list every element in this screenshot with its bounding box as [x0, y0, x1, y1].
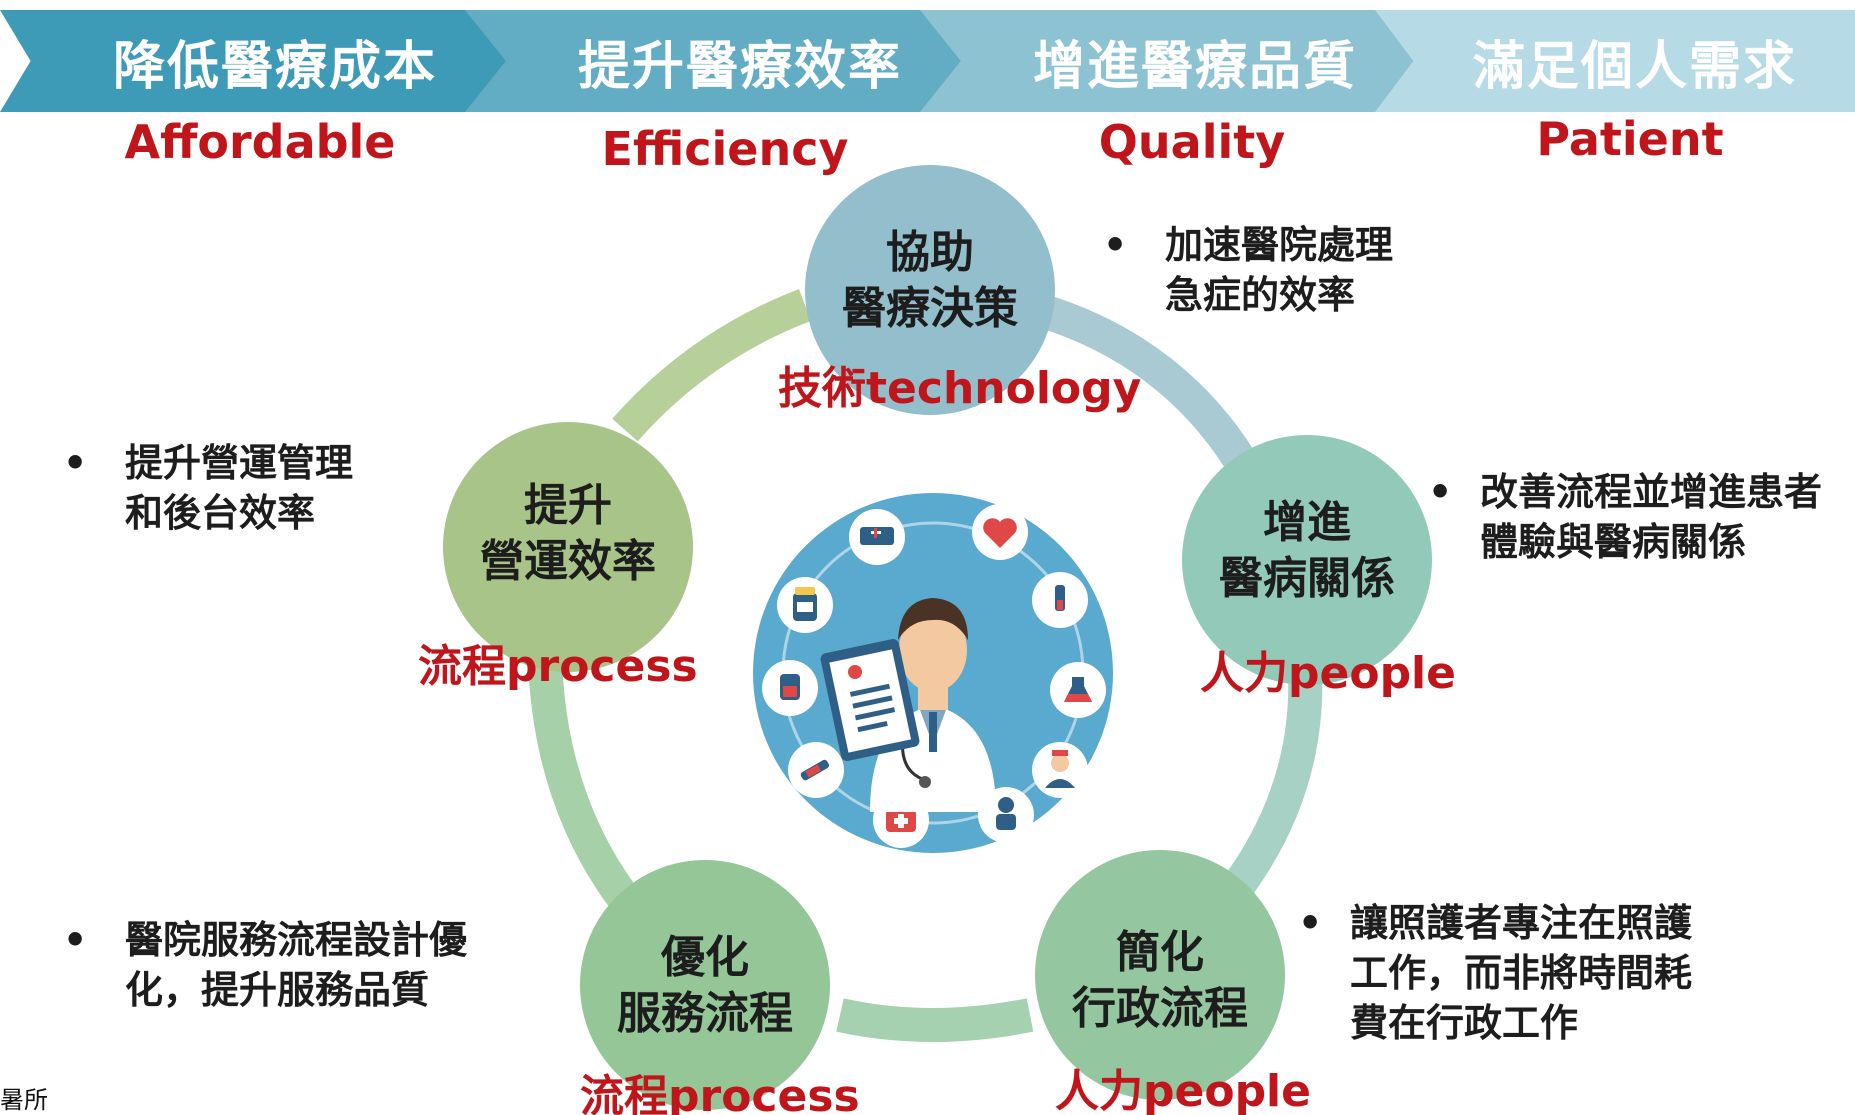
node-circle-bottom-right — [1035, 850, 1285, 1100]
node-circle-left — [443, 422, 693, 672]
chevron-step-quality: 增進醫療品質 — [920, 10, 1430, 112]
node-circle-right — [1182, 435, 1432, 685]
node-left-tag: 流程process — [418, 641, 698, 692]
pill-bottle-icon — [777, 577, 833, 633]
bullet-dot: • — [63, 441, 88, 485]
node-top-tag: 技術technology — [778, 363, 1142, 414]
bullet-top-line2: 急症的效率 — [1165, 273, 1356, 317]
ring-arc-left-bottom — [528, 659, 639, 911]
blood-bag-icon — [762, 660, 818, 716]
bullet-bottom-right-line3: 費在行政工作 — [1350, 1001, 1579, 1045]
syringe-icon — [788, 742, 844, 798]
bullet-dot: • — [63, 918, 88, 962]
bullet-left: • 提升營運管理 和後台效率 — [63, 438, 354, 538]
ring-arc-right-bottom — [1221, 669, 1323, 901]
node-top-line1: 協助 — [886, 227, 974, 278]
ambulance-icon — [849, 509, 905, 565]
node-left: 提升 營運效率 — [458, 478, 678, 590]
nurse-icon — [1032, 742, 1088, 798]
node-bottom-left-tag: 流程process — [580, 1071, 860, 1115]
chevron-label: 增進醫療品質 — [1032, 36, 1357, 97]
chevron-label: 滿足個人需求 — [1472, 36, 1797, 97]
node-right: 增進 醫病關係 — [1197, 495, 1417, 607]
node-bottom-left: 優化 服務流程 — [595, 930, 815, 1042]
bullet-dot: • — [1428, 470, 1453, 514]
bullet-bottom-left-line1: 醫院服務流程設計優 — [125, 918, 468, 962]
bullet-bottom-right-line1: 讓照護者專注在照護 — [1350, 901, 1693, 945]
node-circle-top — [805, 165, 1055, 415]
chevron-step-affordable: 降低醫療成本 — [0, 10, 510, 112]
bullet-right-line1: 改善流程並增進患者 — [1480, 470, 1823, 514]
english-label-affordable: Affordable — [124, 115, 396, 169]
node-bottom-right-line1: 簡化 — [1116, 927, 1204, 978]
bullet-dot: • — [1298, 901, 1323, 945]
bullet-bottom-right: • 讓照護者專注在照護 工作，而非將時間耗 費在行政工作 — [1298, 898, 1693, 1048]
chevron-label: 提升醫療效率 — [577, 36, 902, 97]
ring-arc-left-top — [612, 289, 812, 442]
node-top-line2: 醫療決策 — [842, 283, 1018, 334]
bullet-right: • 改善流程並增進患者 體驗與醫病關係 — [1428, 467, 1823, 567]
pipette-icon — [1032, 572, 1088, 628]
ring-arc-bottom — [836, 998, 1034, 1042]
english-label-patient: Patient — [1536, 112, 1724, 166]
chevron-step-efficiency: 提升醫療效率 — [465, 10, 975, 112]
node-right-line2: 醫病關係 — [1219, 553, 1395, 604]
bullet-top: • 加速醫院處理 急症的效率 — [1103, 220, 1394, 320]
bullet-top-line1: 加速醫院處理 — [1165, 223, 1394, 267]
node-top: 協助 醫療決策 — [820, 225, 1040, 337]
ring-arc-top-right — [1034, 293, 1255, 470]
clipboard-icon — [820, 639, 920, 761]
node-left-line1: 提升 — [524, 480, 612, 531]
flask-icon — [1050, 662, 1106, 718]
bullet-bottom-right-line2: 工作，而非將時間耗 — [1350, 951, 1693, 995]
node-bottom-right: 簡化 行政流程 — [1050, 925, 1270, 1037]
node-bottom-right-tag: 人力people — [1055, 1066, 1311, 1115]
english-label-efficiency: Efficiency — [601, 122, 849, 176]
english-label-quality: Quality — [1098, 115, 1286, 169]
node-left-line2: 營運效率 — [480, 536, 656, 587]
node-bottom-right-line2: 行政流程 — [1072, 983, 1248, 1034]
chevron-banner: 降低醫療成本 提升醫療效率 增進醫療品質 滿足個人需求 — [0, 10, 1855, 112]
doctor-illustration — [753, 493, 1113, 853]
bullet-bottom-left: • 醫院服務流程設計優 化，提升服務品質 — [63, 915, 468, 1015]
bullet-left-line1: 提升營運管理 — [125, 441, 354, 485]
heart-icon — [972, 504, 1028, 560]
bullet-dot: • — [1103, 223, 1128, 267]
node-bottom-left-line1: 優化 — [661, 932, 749, 983]
bullet-right-line2: 體驗與醫病關係 — [1480, 520, 1747, 564]
chevron-label: 降低醫療成本 — [112, 36, 437, 97]
footer-source-fragment: 暑所 — [0, 1086, 48, 1114]
node-bottom-left-line2: 服務流程 — [617, 988, 793, 1039]
node-right-tag: 人力people — [1200, 648, 1456, 699]
chevron-step-patient: 滿足個人需求 — [1375, 10, 1855, 112]
bullet-bottom-left-line2: 化，提升服務品質 — [125, 968, 430, 1012]
bullet-left-line2: 和後台效率 — [125, 491, 316, 535]
node-right-line1: 增進 — [1263, 497, 1351, 548]
node-circle-bottom-left — [580, 860, 830, 1110]
